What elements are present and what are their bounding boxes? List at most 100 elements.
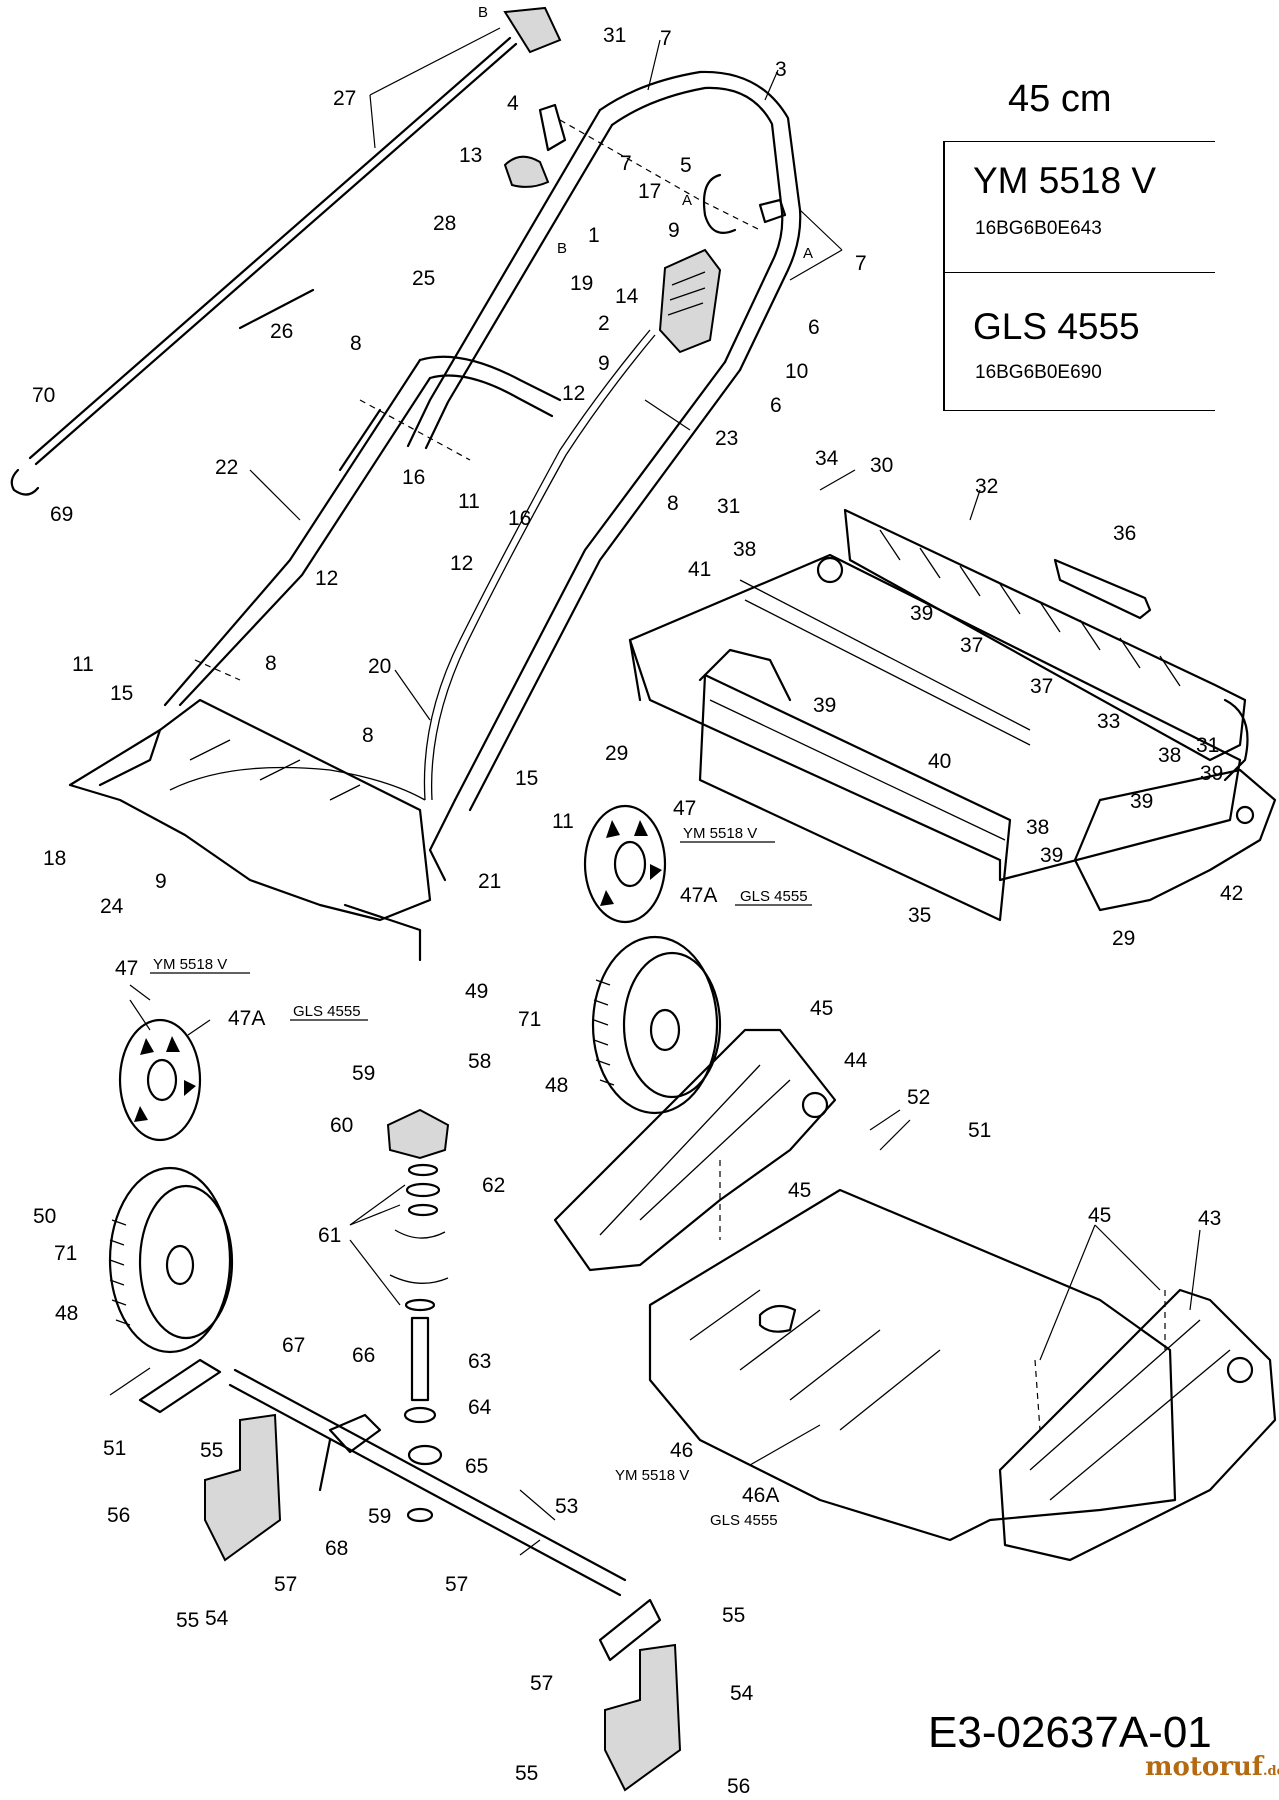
part-label: 57 (274, 1573, 297, 1596)
upper-handle-bar (406, 70, 802, 450)
part-label: 60 (330, 1114, 353, 1137)
part-label: 66 (352, 1344, 375, 1367)
part-label: 23 (715, 427, 738, 450)
part-label: 28 (433, 212, 456, 235)
part-label: 58 (468, 1050, 491, 1073)
lower-handle-right (428, 360, 742, 882)
part-label: 67 (282, 1334, 305, 1357)
handle-grip-36 (1053, 558, 1152, 620)
watermark-tld: .de (1263, 1764, 1279, 1779)
wheel-cap-top (583, 804, 667, 924)
part-label: 34 (815, 447, 839, 470)
part-label: 41 (688, 558, 711, 581)
part-label: 57 (445, 1573, 468, 1596)
callout-letter: B (557, 240, 567, 257)
part-label: 35 (908, 904, 931, 927)
part-label: 63 (468, 1350, 491, 1373)
part-label: 51 (103, 1437, 126, 1460)
part-label: 26 (270, 320, 293, 343)
part-label: 17 (638, 180, 661, 203)
part-labels: 1 2 3 4 5 6 6 7 7 7 8 8 8 8 9 9 9 10 11 … (32, 24, 1243, 1798)
part-label: 49 (465, 980, 488, 1003)
part-label: 8 (362, 724, 374, 747)
part-label: 50 (33, 1205, 56, 1228)
wheel-cap-left (118, 1018, 202, 1142)
part-label: 6 (770, 394, 782, 417)
part-label: 30 (870, 454, 893, 477)
part-label: 56 (727, 1775, 750, 1798)
part-label: 5 (680, 154, 692, 177)
part-label: 20 (368, 655, 391, 678)
part-label: 71 (54, 1242, 77, 1265)
part-label: 64 (468, 1396, 492, 1419)
part-label: 11 (552, 810, 574, 833)
part-label: 37 (960, 634, 983, 657)
part-label: 69 (50, 503, 73, 526)
part-label: 31 (603, 24, 626, 47)
part-label: 47 (115, 957, 138, 980)
wheel-lower (108, 1166, 234, 1354)
cable (169, 329, 656, 801)
part-label: 47 (673, 797, 696, 820)
part-label: 29 (1112, 927, 1135, 950)
model-code: 16BG6B0E643 (975, 218, 1102, 239)
part-label: 7 (660, 27, 672, 50)
part-label: 19 (570, 272, 593, 295)
part-label: 8 (350, 332, 362, 355)
part-label: 10 (785, 360, 808, 383)
part-label: 39 (1130, 790, 1153, 813)
part-label: 62 (482, 1174, 505, 1197)
part-label: 45 (788, 1179, 811, 1202)
part-label: 12 (315, 567, 338, 590)
part-label: 15 (515, 767, 538, 790)
part-label: 3 (775, 58, 787, 81)
part-label: 55 (515, 1762, 538, 1785)
handle-base-plate (68, 698, 432, 962)
part-label: 14 (615, 285, 639, 308)
part-label: 54 (205, 1607, 229, 1630)
part-label: 38 (1026, 816, 1049, 839)
part-label: 48 (55, 1302, 78, 1325)
part-label: 7 (855, 252, 867, 275)
part-label: 21 (478, 870, 501, 893)
part-label: 15 (110, 682, 133, 705)
part-label: 9 (668, 219, 680, 242)
part-label: 47A (680, 884, 717, 907)
part-label: 9 (598, 352, 610, 375)
part-label: 11 (458, 490, 480, 513)
part-label: 39 (1040, 844, 1063, 867)
height-block-right (604, 1643, 682, 1792)
part-label: 12 (562, 382, 585, 405)
part-label: 31 (717, 495, 740, 518)
drawing-number: E3-02637A-01 (928, 1708, 1212, 1757)
part-label: 25 (412, 267, 435, 290)
part-label: 54 (730, 1682, 754, 1705)
part-label: 55 (200, 1439, 223, 1462)
part-label: 6 (808, 316, 820, 339)
part-label: 56 (107, 1504, 130, 1527)
part-label: 9 (155, 870, 167, 893)
model-tag: GLS 4555 (710, 1512, 778, 1529)
roller-housing (628, 553, 1242, 882)
part-label: 31 (1196, 734, 1219, 757)
part-label: 32 (975, 475, 998, 498)
model-tag: YM 5518 V (683, 825, 757, 842)
part-label: 29 (605, 742, 628, 765)
part-label: 40 (928, 750, 951, 773)
callout-letters: B B A A (478, 4, 813, 262)
part-label: 71 (518, 1008, 541, 1031)
part-label: 24 (100, 895, 124, 918)
part-label: 52 (907, 1086, 930, 1109)
watermark-logo: motoruf.de (1145, 1752, 1279, 1782)
part-label: 38 (733, 538, 756, 561)
part-label: 27 (333, 87, 356, 110)
part-label: 55 (722, 1604, 745, 1627)
part-label: 22 (215, 456, 238, 479)
part-label: 39 (1200, 762, 1223, 785)
part-label: 39 (910, 602, 933, 625)
part-label: 37 (1030, 675, 1053, 698)
part-label: 47A (228, 1007, 265, 1030)
part-label: 48 (545, 1074, 568, 1097)
part-label: 68 (325, 1537, 348, 1560)
part-label: 11 (72, 653, 94, 676)
